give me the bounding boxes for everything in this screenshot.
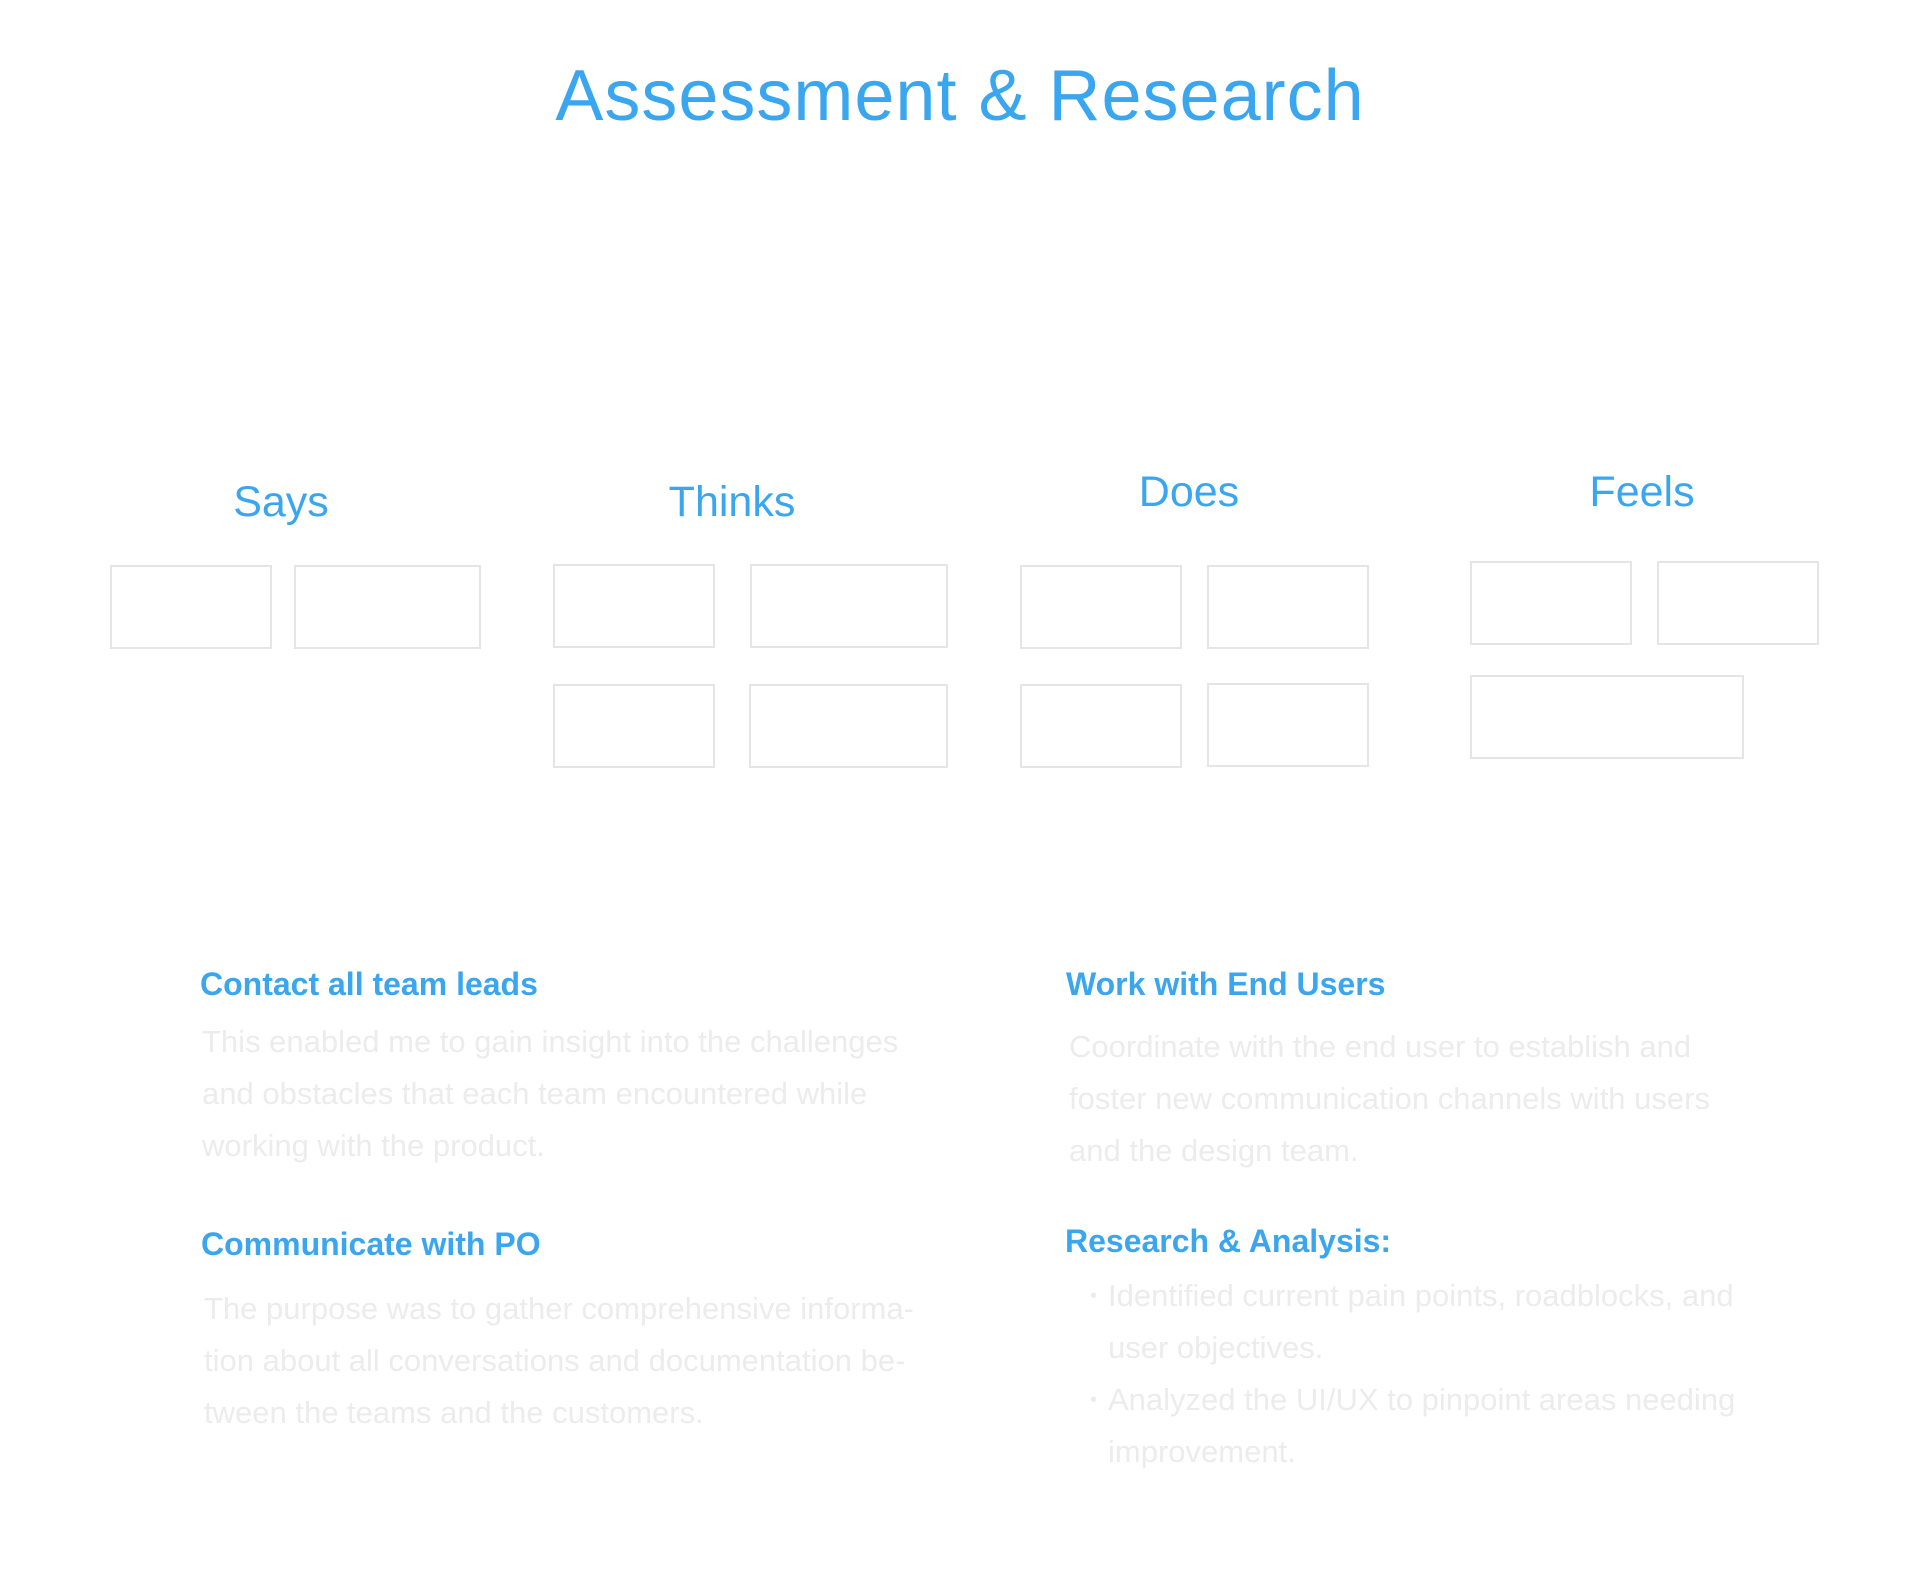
thinks-note-box [750, 564, 948, 648]
po-heading: Communicate with PO [201, 1226, 541, 1262]
team-leads-heading: Contact all team leads [200, 966, 538, 1002]
column-title-does: Does [1138, 468, 1240, 516]
end-users-heading: Work with End Users [1066, 966, 1386, 1002]
does-note-box [1020, 684, 1182, 768]
says-note-box [294, 565, 481, 649]
bullet-icon: • [1090, 1389, 1098, 1411]
research-bullet-text: Analyzed the UI/UX to pinpoint areas nee… [1108, 1382, 1736, 1469]
list-item: • Analyzed the UI/UX to pinpoint areas ne… [1090, 1374, 1750, 1478]
feels-note-box [1657, 561, 1819, 645]
column-title-thinks: Thinks [668, 478, 796, 526]
page-title: Assessment & Research [555, 56, 1365, 136]
end-users-body: Coordinate with the end user to establis… [1069, 1029, 1710, 1168]
po-body: The purpose was to gather comprehensive … [204, 1291, 914, 1430]
column-title-feels: Feels [1589, 468, 1695, 516]
list-item: • Identified current pain points, roadblo… [1090, 1270, 1750, 1374]
column-title-says: Says [233, 478, 329, 526]
research-heading: Research & Analysis: [1065, 1223, 1392, 1259]
thinks-note-box [749, 684, 948, 768]
team-leads-body: This enabled me to gain insight into the… [202, 1024, 899, 1163]
thinks-note-box [553, 564, 715, 648]
bullet-icon: • [1090, 1285, 1098, 1307]
says-note-box [110, 565, 272, 649]
does-note-box [1020, 565, 1182, 649]
does-note-box [1207, 565, 1369, 649]
research-bullet-text: Identified current pain points, roadbloc… [1108, 1278, 1734, 1365]
feels-note-box [1470, 561, 1632, 645]
feels-note-box [1470, 675, 1744, 759]
does-note-box [1207, 683, 1369, 767]
research-bullet-list: • Identified current pain points, roadblo… [1090, 1270, 1750, 1478]
thinks-note-box [553, 684, 715, 768]
